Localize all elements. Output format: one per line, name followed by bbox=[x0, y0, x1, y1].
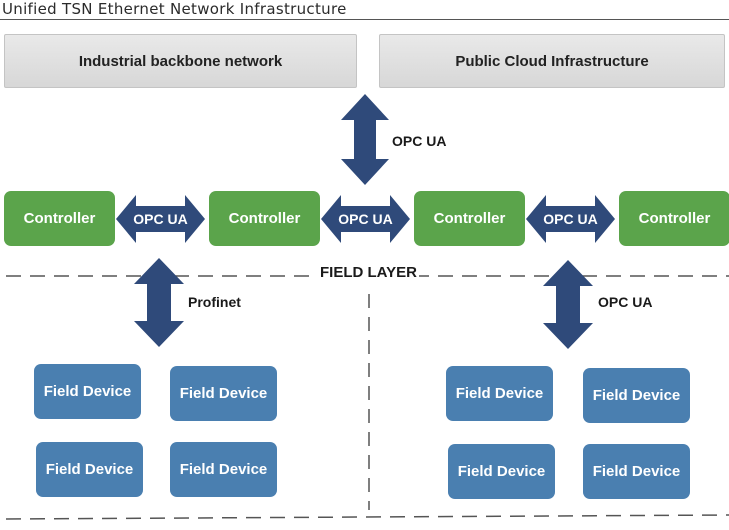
controller-link-3: OPC UA bbox=[526, 195, 615, 243]
cloud-link-arrow bbox=[341, 94, 389, 185]
public-cloud-label: Public Cloud Infrastructure bbox=[455, 52, 649, 70]
field-device-label: Field Device bbox=[457, 463, 546, 480]
controller-2: Controller bbox=[209, 191, 320, 246]
controller-link-2: OPC UA bbox=[321, 195, 410, 243]
industrial-backbone-box: Industrial backbone network bbox=[4, 34, 357, 88]
field-device-label: Field Device bbox=[179, 385, 268, 402]
controller-link-3-label: OPC UA bbox=[543, 211, 598, 227]
title-underline bbox=[0, 19, 729, 20]
controller-link-1: OPC UA bbox=[116, 195, 205, 243]
industrial-backbone-label: Industrial backbone network bbox=[78, 52, 283, 70]
bottom-divider bbox=[5, 514, 729, 520]
controller-link-1-label: OPC UA bbox=[133, 211, 188, 227]
field-device-label: Field Device bbox=[43, 383, 132, 400]
field-device-left-4: Field Device bbox=[170, 442, 277, 497]
field-device-left-2: Field Device bbox=[170, 366, 277, 421]
controller-1: Controller bbox=[4, 191, 115, 246]
field-opcua-arrow bbox=[543, 260, 593, 349]
controller-2-label: Controller bbox=[228, 210, 301, 227]
cloud-link-label: OPC UA bbox=[392, 133, 447, 149]
field-device-right-4: Field Device bbox=[583, 444, 690, 499]
field-opcua-label: OPC UA bbox=[598, 294, 653, 310]
controller-link-2-label: OPC UA bbox=[338, 211, 393, 227]
double-arrow-icon bbox=[526, 195, 615, 243]
field-device-label: Field Device bbox=[592, 387, 681, 404]
field-device-label: Field Device bbox=[45, 461, 134, 478]
double-arrow-icon bbox=[116, 195, 205, 243]
field-device-label: Field Device bbox=[455, 385, 544, 402]
controller-4: Controller bbox=[619, 191, 729, 246]
field-device-label: Field Device bbox=[179, 461, 268, 478]
controller-4-label: Controller bbox=[638, 210, 711, 227]
public-cloud-box: Public Cloud Infrastructure bbox=[379, 34, 725, 88]
field-device-right-3: Field Device bbox=[448, 444, 555, 499]
controller-1-label: Controller bbox=[23, 210, 96, 227]
controller-3: Controller bbox=[414, 191, 525, 246]
field-device-left-3: Field Device bbox=[36, 442, 143, 497]
field-section-divider bbox=[368, 294, 370, 510]
diagram-title: Unified TSN Ethernet Network Infrastruct… bbox=[2, 0, 347, 18]
controller-3-label: Controller bbox=[433, 210, 506, 227]
field-layer-label: FIELD LAYER bbox=[318, 264, 419, 281]
field-device-right-2: Field Device bbox=[583, 368, 690, 423]
profinet-arrow bbox=[134, 258, 184, 347]
field-device-right-1: Field Device bbox=[446, 366, 553, 421]
profinet-label: Profinet bbox=[188, 294, 241, 310]
double-arrow-icon bbox=[321, 195, 410, 243]
field-device-label: Field Device bbox=[592, 463, 681, 480]
field-device-left-1: Field Device bbox=[34, 364, 141, 419]
